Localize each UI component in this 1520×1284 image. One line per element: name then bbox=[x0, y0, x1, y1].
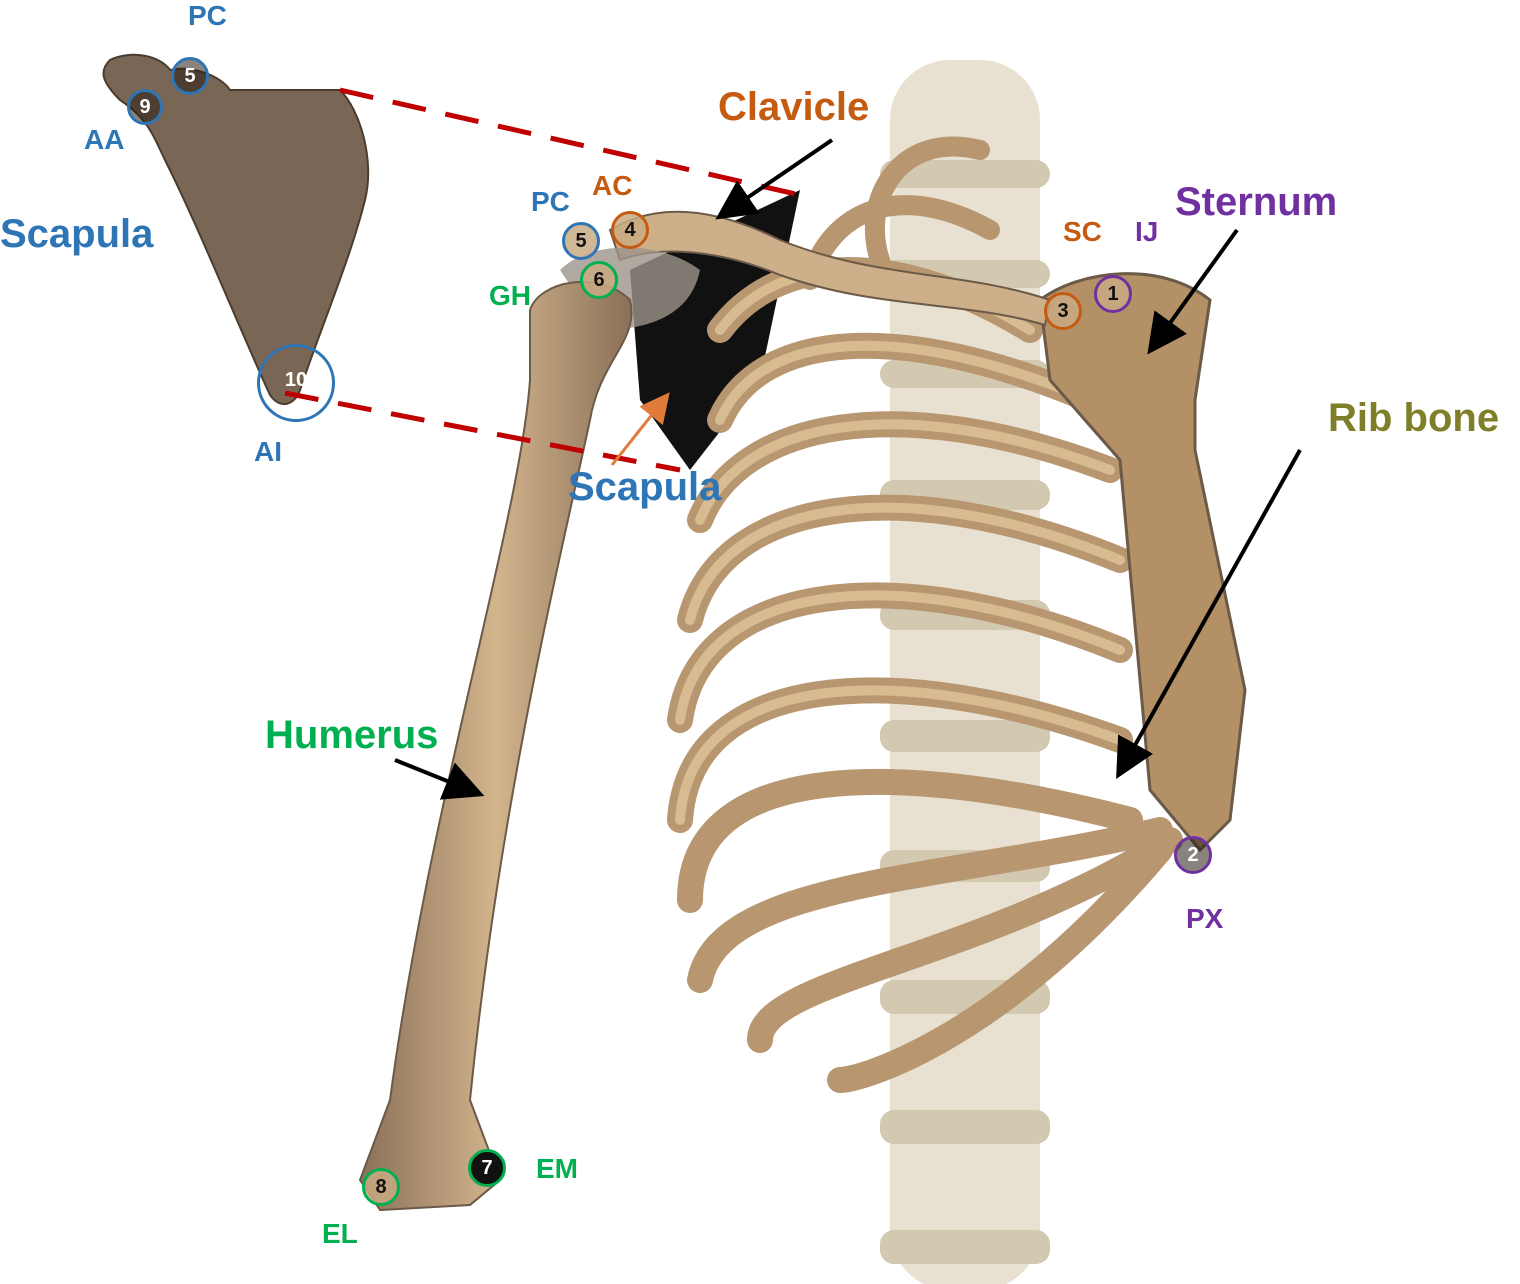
landmark-code-px: PX bbox=[1186, 903, 1224, 934]
scapula-arrow bbox=[610, 392, 670, 466]
humerus-arrow bbox=[394, 758, 485, 800]
rib-arrow bbox=[1116, 449, 1302, 779]
projection-lines bbox=[284, 87, 801, 473]
landmark-marker-4: 4 bbox=[611, 211, 649, 249]
inset-pc-label: PC bbox=[188, 0, 227, 31]
humerus-bone bbox=[358, 280, 633, 1212]
landmark-code-ac: AC bbox=[592, 170, 633, 201]
sternum-label: Sternum bbox=[1175, 180, 1338, 224]
sternum-bone bbox=[1038, 272, 1247, 853]
landmark-code-ij: IJ bbox=[1135, 216, 1159, 247]
inset-marker-5: 5 bbox=[171, 57, 209, 95]
landmark-marker-5: 5 bbox=[562, 222, 600, 260]
clavicle-arrow bbox=[715, 138, 834, 220]
inset-ai-label: AI bbox=[254, 436, 282, 467]
scapula-label: Scapula bbox=[568, 465, 722, 509]
landmark-marker-7: 7 bbox=[468, 1149, 506, 1187]
landmark-marker-1: 1 bbox=[1094, 275, 1132, 313]
humerus-label: Humerus bbox=[265, 713, 439, 757]
landmark-code-gh: GH bbox=[489, 280, 531, 311]
landmark-code-sc: SC bbox=[1063, 216, 1102, 247]
clavicle-label: Clavicle bbox=[718, 85, 870, 129]
landmark-code-em: EM bbox=[536, 1153, 578, 1184]
rib-bone-label: Rib bone bbox=[1328, 396, 1500, 440]
inset-marker-9: 9 bbox=[127, 89, 163, 125]
inset-aa-label: AA bbox=[84, 124, 125, 155]
inset-marker-10: 10 bbox=[257, 344, 335, 422]
landmark-marker-3: 3 bbox=[1044, 292, 1082, 330]
scapula-inset-label: Scapula bbox=[0, 212, 154, 256]
landmark-code-el: EL bbox=[322, 1218, 358, 1249]
sternum-arrow bbox=[1147, 228, 1239, 355]
spine bbox=[880, 60, 1050, 1284]
landmark-code-pc: PC bbox=[531, 186, 570, 217]
landmark-marker-2: 2 bbox=[1174, 836, 1212, 874]
landmark-marker-6: 6 bbox=[580, 261, 618, 299]
landmark-marker-8: 8 bbox=[362, 1168, 400, 1206]
